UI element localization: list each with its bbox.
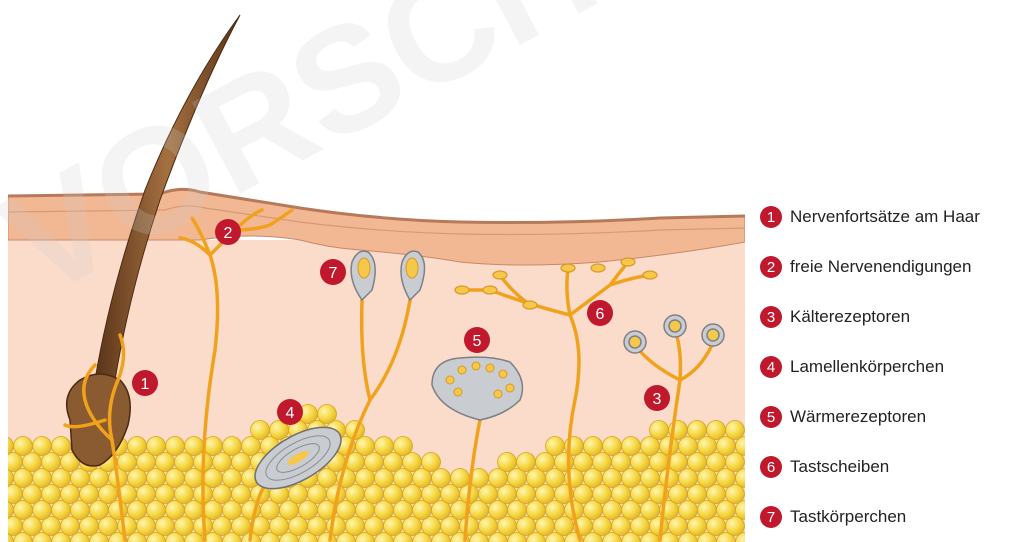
svg-text:1: 1 xyxy=(141,376,150,393)
legend-item: 5 Wärmerezeptoren xyxy=(760,404,926,430)
marker-7: 7 xyxy=(320,259,346,285)
legend-item: 4 Lamellenkörperchen xyxy=(760,354,944,380)
svg-text:6: 6 xyxy=(596,306,605,323)
legend-label: Wärmerezeptoren xyxy=(790,407,926,427)
legend-number-badge: 5 xyxy=(760,406,782,428)
legend-number-badge: 4 xyxy=(760,356,782,378)
legend-label: Lamellenkörperchen xyxy=(790,357,944,377)
marker-5: 5 xyxy=(464,327,490,353)
marker-6: 6 xyxy=(587,300,613,326)
svg-text:7: 7 xyxy=(329,265,338,282)
svg-text:3: 3 xyxy=(653,391,662,408)
marker-4: 4 xyxy=(277,399,303,425)
legend-label: Tastscheiben xyxy=(790,457,889,477)
svg-text:2: 2 xyxy=(224,225,233,242)
legend-item: 1 Nervenfortsätze am Haar xyxy=(760,204,980,230)
svg-text:4: 4 xyxy=(286,405,295,422)
legend-number-badge: 7 xyxy=(760,506,782,528)
legend-number-badge: 6 xyxy=(760,456,782,478)
svg-text:5: 5 xyxy=(473,333,482,350)
legend-label: freie Nervenendigungen xyxy=(790,257,971,277)
marker-1: 1 xyxy=(132,370,158,396)
legend-item: 2 freie Nervenendigungen xyxy=(760,254,971,280)
legend-label: Nervenfortsätze am Haar xyxy=(790,207,980,227)
legend-item: 7 Tastkörperchen xyxy=(760,504,906,530)
legend-number-badge: 3 xyxy=(760,306,782,328)
legend-label: Kälterezeptoren xyxy=(790,307,910,327)
legend-label: Tastkörperchen xyxy=(790,507,906,527)
legend-number-badge: 2 xyxy=(760,256,782,278)
marker-3: 3 xyxy=(644,385,670,411)
marker-2: 2 xyxy=(215,219,241,245)
legend-number-badge: 1 xyxy=(760,206,782,228)
legend-item: 3 Kälterezeptoren xyxy=(760,304,910,330)
legend-item: 6 Tastscheiben xyxy=(760,454,889,480)
